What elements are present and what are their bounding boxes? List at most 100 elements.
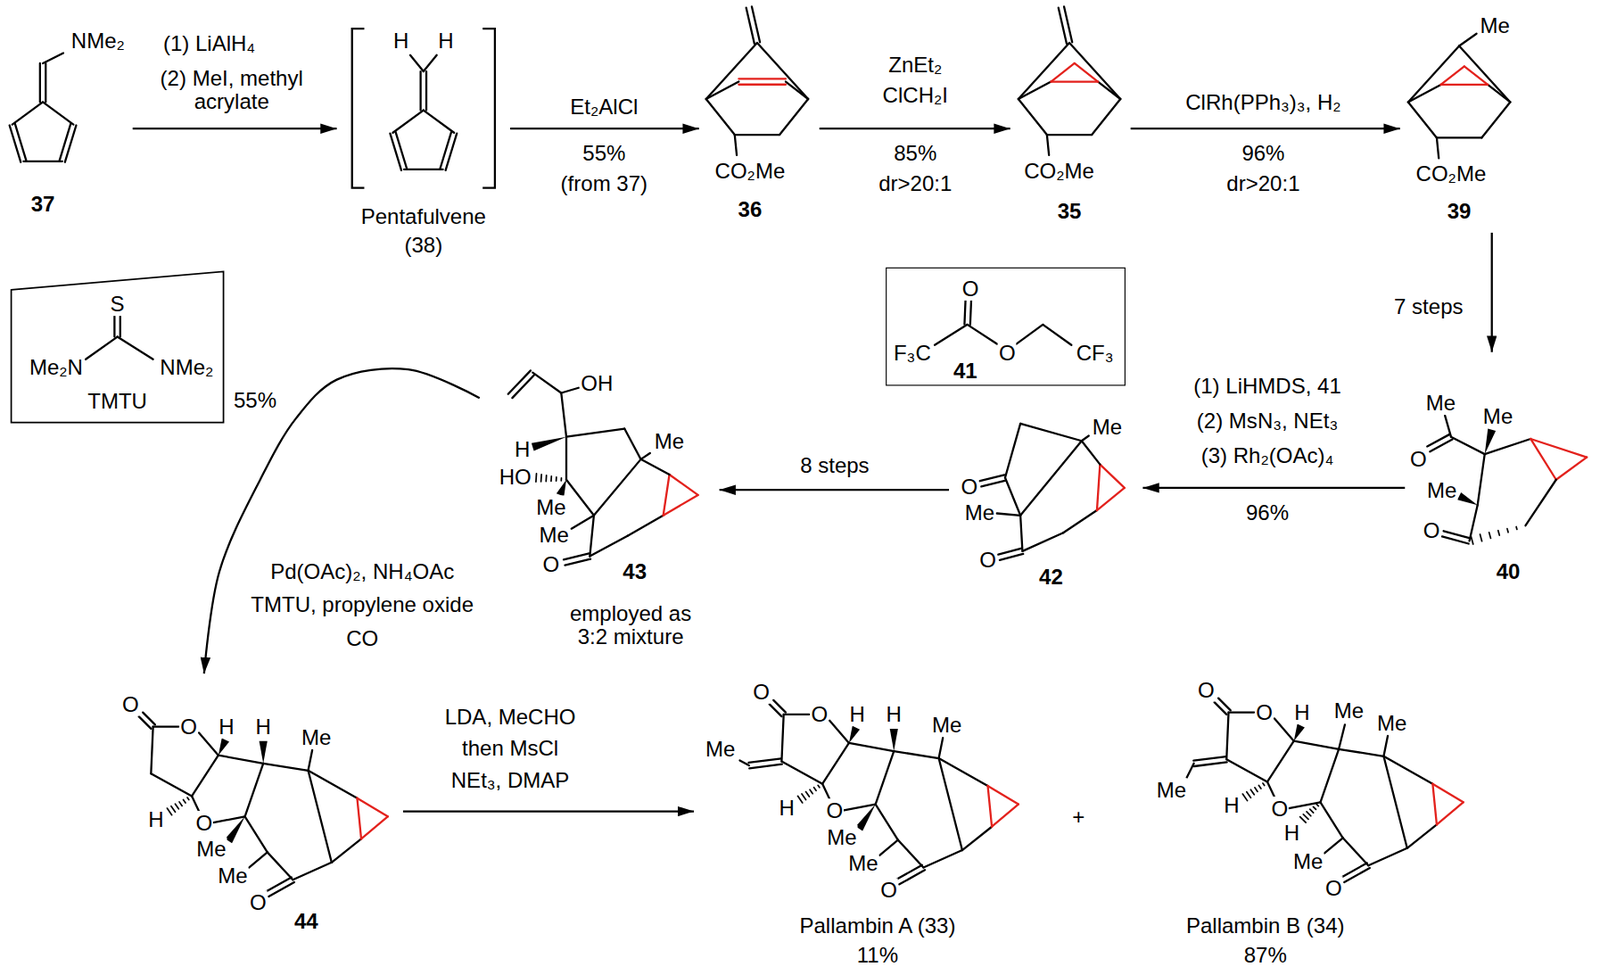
bond-line — [1451, 437, 1485, 454]
bond-line — [1408, 84, 1442, 102]
bond-line — [1081, 436, 1089, 442]
structure-label: O — [248, 890, 268, 914]
structure-label: Me — [1155, 777, 1188, 801]
bond-line — [1436, 136, 1482, 139]
bond-line — [563, 552, 590, 560]
wedge-bond — [856, 804, 876, 832]
wedge-bond — [890, 728, 899, 751]
annotation-label: TMTU, propylene oxide — [249, 592, 475, 616]
bond-line — [564, 559, 591, 566]
bond-line — [174, 803, 179, 809]
bond-line — [1530, 438, 1587, 458]
bond-line — [171, 806, 176, 813]
annotation-label: (from 37) — [559, 172, 649, 196]
bond-line — [1464, 65, 1488, 85]
bond-line — [1081, 440, 1101, 464]
bond-line — [1020, 515, 1023, 552]
bond-line — [624, 428, 641, 460]
bond-line — [1383, 756, 1433, 784]
bond-line — [245, 816, 268, 852]
wedge-bond — [259, 741, 268, 764]
bond-line — [898, 869, 925, 884]
bond-line — [1441, 65, 1465, 85]
bond-line — [1320, 801, 1344, 838]
bond-line — [1484, 438, 1531, 454]
bond-line — [1050, 80, 1098, 83]
wedge-bond — [218, 738, 230, 756]
structure-label: O — [121, 692, 141, 716]
bond-line — [1477, 453, 1485, 505]
bond-line — [748, 758, 782, 763]
bond-line — [166, 808, 172, 816]
annotation-label: CO — [345, 626, 380, 650]
structure-label: O — [1409, 447, 1428, 471]
bond-line — [1507, 528, 1509, 533]
bond-line — [1267, 781, 1275, 797]
annotation-label: 55% — [232, 387, 278, 412]
bond-line — [540, 474, 543, 482]
reagent-label: 7 steps — [1393, 294, 1465, 318]
bond-line — [706, 42, 758, 99]
bond-line — [308, 770, 332, 863]
structure-label: CF₃ — [1075, 341, 1115, 365]
bond-line — [1338, 724, 1345, 749]
bond-line — [560, 387, 578, 394]
bond-line — [1442, 536, 1469, 544]
structure-label: O — [1422, 519, 1442, 543]
bond-line — [555, 477, 558, 481]
bond-line — [939, 758, 963, 850]
compound-number: 41 — [952, 358, 979, 382]
bond-line — [593, 459, 642, 516]
structure-label: Pallambin B (34) — [1185, 914, 1346, 938]
wedge-bond — [1457, 492, 1478, 505]
bond-line — [1226, 712, 1229, 760]
structure-label: H — [777, 795, 796, 819]
bond-line — [1436, 801, 1464, 825]
bond-line — [1344, 867, 1370, 883]
bond-line — [263, 763, 308, 771]
bond-line — [1214, 701, 1228, 715]
bond-line — [797, 795, 802, 803]
bond-line — [734, 134, 737, 156]
bond-line — [781, 714, 784, 762]
bond-line — [1193, 756, 1227, 761]
bond-line — [757, 42, 809, 99]
bond-line — [1063, 510, 1097, 533]
bond-line — [44, 63, 47, 102]
bond-line — [1042, 324, 1072, 346]
annotation-label: 96% — [1240, 140, 1286, 165]
compound-node: MeOMeO42 — [948, 403, 1143, 593]
reagent-label: LDA, MeCHO — [443, 704, 577, 728]
structure-label: H — [1293, 700, 1312, 724]
bond-line — [641, 453, 651, 460]
bond-line — [1254, 787, 1258, 792]
bond-line — [187, 797, 190, 800]
bond-line — [669, 474, 699, 495]
wedge-bond — [224, 816, 245, 843]
bond-line — [150, 726, 153, 775]
bond-line — [9, 125, 22, 163]
bond-line — [1018, 98, 1048, 135]
annotation-label: + — [1071, 804, 1086, 828]
reagent-label: (1) LiAlH₄ — [162, 31, 257, 55]
reaction-arrow — [719, 488, 949, 491]
bond-line — [706, 82, 740, 99]
structure-label: 11% — [856, 943, 900, 967]
bond-line — [389, 133, 402, 171]
structure-label: H — [884, 702, 903, 726]
bond-line — [1459, 45, 1510, 102]
structure-label: O — [959, 475, 979, 499]
compound-node: CO₂Me35 — [1010, 0, 1131, 230]
bond-line — [1194, 761, 1228, 767]
bond-line — [1074, 63, 1098, 83]
compound-node: OOHHMeMeHOMeMeOPallambin A (33)11% — [693, 652, 1026, 971]
compound-number: 35 — [1056, 199, 1083, 223]
structure-label: S — [108, 292, 125, 316]
bond-line — [1432, 783, 1437, 825]
bond-line — [997, 548, 1022, 555]
structure-label: CO₂Me — [713, 158, 786, 182]
bond-line — [1018, 42, 1070, 99]
bond-line — [734, 133, 780, 136]
bond-line — [1341, 862, 1368, 877]
bond-line — [988, 785, 993, 827]
